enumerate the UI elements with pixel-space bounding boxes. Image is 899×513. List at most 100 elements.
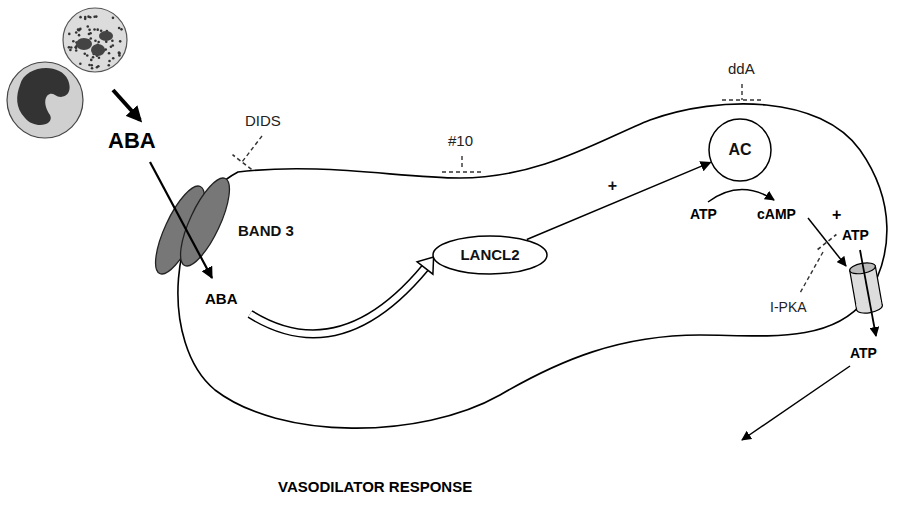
inhibitor-name: #10: [448, 132, 473, 149]
granule: [118, 27, 121, 30]
label-box: ABA: [108, 128, 156, 153]
granule: [68, 33, 71, 36]
granule: [97, 41, 100, 44]
granule: [75, 31, 78, 34]
granule: [86, 25, 89, 28]
binding-arrow-fill: [250, 268, 425, 334]
neutrophil: [63, 8, 127, 72]
granule: [90, 64, 93, 67]
granule: [112, 57, 115, 60]
granule: [93, 15, 96, 18]
inhibitor-line: [242, 136, 262, 162]
granule: [77, 28, 80, 31]
receptor-ellipse-shape: [433, 236, 547, 274]
inhibitor-bar: [442, 171, 482, 173]
label-box: #10: [448, 132, 473, 150]
response-arrow: [742, 366, 850, 440]
receptor-ellipse: LANCL2: [432, 235, 548, 275]
enzyme-circle-shape: [709, 119, 771, 181]
granule: [69, 49, 72, 52]
granule: [88, 33, 91, 36]
inhibitor-name: I-PKA: [770, 299, 807, 315]
molecule-name: ATP: [850, 345, 877, 361]
conversion-arrow: [708, 189, 774, 202]
node-label: BAND 3: [238, 222, 294, 239]
erythrocyte-outline: [178, 104, 887, 428]
node-label: LANCL2: [460, 246, 519, 263]
atp-channel: [849, 261, 883, 315]
nucleus-lobe: [91, 44, 105, 56]
granule: [93, 28, 96, 31]
label-box: ATP: [842, 226, 869, 244]
granule: [118, 54, 121, 57]
label-box: I-PKA: [770, 298, 807, 316]
neutrophil-body: [63, 8, 127, 72]
label-box: VASODILATOR RESPONSE: [278, 478, 472, 496]
stimulation-arrow: [808, 218, 846, 266]
granule: [86, 54, 89, 57]
stimulation-sign: +: [832, 206, 841, 223]
granule: [88, 29, 91, 32]
granule: [88, 64, 91, 67]
granule: [108, 64, 111, 67]
molecule-name: ABA: [108, 128, 156, 153]
granule: [78, 34, 81, 37]
label-box: cAMP: [757, 205, 796, 223]
inhibitor-bar: [722, 99, 762, 101]
granule: [108, 52, 111, 55]
edge-label-box: +: [606, 177, 619, 195]
granule: [119, 40, 122, 43]
granule: [70, 46, 73, 49]
label-box: +: [832, 206, 841, 224]
molecule-name: cAMP: [757, 206, 796, 222]
granule: [120, 28, 123, 31]
enzyme-circle: AC: [708, 118, 772, 182]
binding-arrow-outline: [250, 268, 425, 334]
granule: [90, 59, 93, 62]
granule: [96, 28, 99, 31]
binding-arrow-head: [417, 257, 434, 274]
label-box: ATP: [690, 205, 717, 223]
granule: [110, 45, 113, 48]
granule: [89, 16, 92, 19]
molecule-name: ATP: [690, 206, 717, 222]
response-label: VASODILATOR RESPONSE: [278, 478, 472, 495]
granule: [75, 49, 78, 52]
inhibitor-name: ddA: [728, 60, 755, 77]
nucleus-lobe: [99, 31, 113, 41]
granule: [92, 56, 95, 59]
granule: [108, 60, 111, 63]
release-arrow: [113, 90, 140, 120]
granule: [77, 29, 80, 32]
granule: [98, 56, 101, 59]
granule: [89, 37, 92, 40]
granule: [112, 17, 115, 20]
activation-arrow: [527, 162, 711, 239]
band3-transporter: BAND 3: [135, 155, 310, 300]
granule: [91, 67, 94, 70]
granules: [68, 15, 123, 69]
inhibitor-line: [800, 252, 823, 293]
nucleus-lobe: [76, 38, 92, 50]
inhibitor-line: [741, 84, 742, 100]
granule: [83, 52, 86, 55]
monocyte-nucleus: [17, 68, 69, 125]
edge-label: +: [608, 177, 617, 194]
granule: [79, 16, 82, 19]
granule: [100, 29, 103, 32]
inhibitor-line: [461, 156, 462, 170]
granule: [72, 40, 75, 43]
monocyte: [7, 62, 83, 138]
granule: [84, 16, 87, 19]
uptake-arrow: [150, 162, 212, 278]
efflux-arrow: [860, 250, 876, 336]
granule: [111, 39, 114, 42]
granule: [97, 65, 100, 68]
node-label: AC: [728, 141, 751, 159]
granule: [68, 46, 71, 49]
label-box: ddA: [728, 60, 755, 78]
granule: [94, 39, 97, 42]
inhibitor-name: DIDS: [245, 112, 281, 129]
